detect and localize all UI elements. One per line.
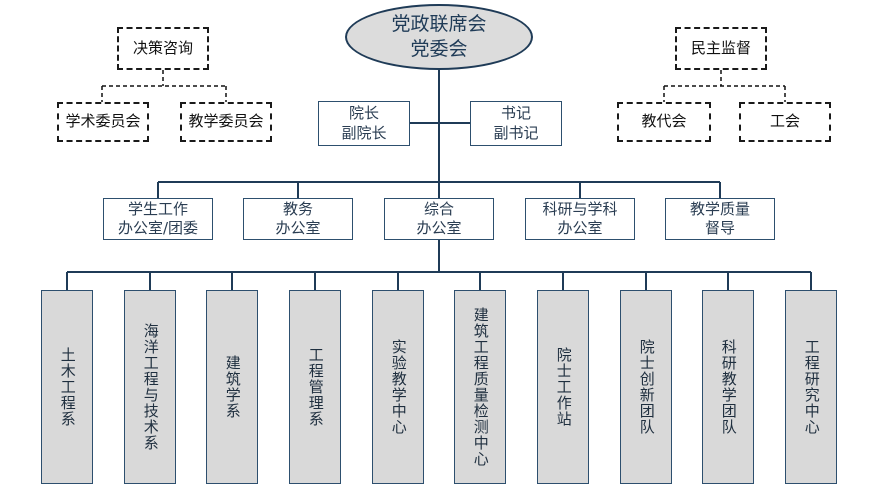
department-node: 院士创新团队 — [620, 290, 672, 484]
leader-node-secretary: 书记 副书记 — [470, 101, 562, 146]
department-label: 院士创新团队 — [637, 339, 656, 435]
office-line2: 办公室 — [275, 219, 321, 237]
leader-line1: 院长 — [348, 104, 379, 122]
office-line1: 教务 — [282, 199, 313, 218]
leader-node-dean: 院长 副院长 — [318, 101, 410, 146]
office-node: 教学质量 督导 — [665, 198, 775, 240]
office-line2: 督导 — [704, 219, 735, 237]
office-line1: 教学质量 — [689, 199, 750, 218]
office-line2: 办公室 — [416, 219, 462, 237]
advisory-item-label: 学术委员会 — [65, 112, 141, 131]
office-node: 科研与学科 办公室 — [525, 198, 635, 240]
office-node: 综合 办公室 — [384, 198, 494, 240]
department-label: 建筑学系 — [223, 355, 242, 419]
supervision-item-label: 教代会 — [641, 112, 687, 131]
advisory-title-node: 决策咨询 — [117, 27, 209, 70]
department-node: 海洋工程与技术系 — [124, 290, 176, 484]
office-node: 学生工作 办公室/团委 — [103, 198, 213, 240]
department-node: 科研教学团队 — [702, 290, 754, 484]
department-label: 工程管理系 — [306, 347, 325, 427]
root-line2: 党委会 — [410, 38, 468, 60]
root-line1: 党政联席会 — [391, 13, 487, 36]
office-line1: 学生工作 — [127, 199, 188, 218]
advisory-item-node: 教学委员会 — [180, 102, 272, 142]
department-node: 院士工作站 — [537, 290, 589, 484]
supervision-title: 民主监督 — [690, 38, 751, 57]
supervision-title-node: 民主监督 — [675, 27, 767, 70]
department-node: 工程研究中心 — [785, 290, 837, 484]
office-node: 教务 办公室 — [243, 198, 353, 240]
department-label: 海洋工程与技术系 — [141, 323, 160, 451]
department-label: 科研教学团队 — [719, 339, 738, 435]
department-label: 院士工作站 — [554, 347, 573, 427]
leader-line1: 书记 — [500, 104, 531, 122]
department-node: 实验教学中心 — [372, 290, 424, 484]
department-label: 工程研究中心 — [802, 339, 821, 435]
department-node: 土木工程系 — [41, 290, 93, 484]
department-label: 实验教学中心 — [389, 339, 408, 435]
leader-line2: 副书记 — [493, 123, 539, 142]
leader-line2: 副院长 — [341, 123, 387, 142]
department-node: 工程管理系 — [289, 290, 341, 484]
office-line2: 办公室/团委 — [117, 219, 199, 237]
advisory-item-node: 学术委员会 — [57, 102, 149, 142]
department-label: 建筑工程质量检测中心 — [471, 307, 490, 467]
supervision-item-node: 工会 — [739, 102, 831, 142]
department-node: 建筑工程质量检测中心 — [454, 290, 506, 484]
office-line2: 办公室 — [557, 219, 603, 237]
supervision-item-label: 工会 — [769, 112, 800, 131]
department-label: 土木工程系 — [58, 347, 77, 427]
office-line1: 科研与学科 — [542, 199, 618, 218]
advisory-item-label: 教学委员会 — [188, 112, 264, 131]
supervision-item-node: 教代会 — [617, 102, 711, 142]
office-line1: 综合 — [423, 199, 454, 218]
department-node: 建筑学系 — [206, 290, 258, 484]
advisory-title: 决策咨询 — [132, 38, 193, 57]
root-node-party-committee: 党政联席会 党委会 — [345, 4, 533, 70]
